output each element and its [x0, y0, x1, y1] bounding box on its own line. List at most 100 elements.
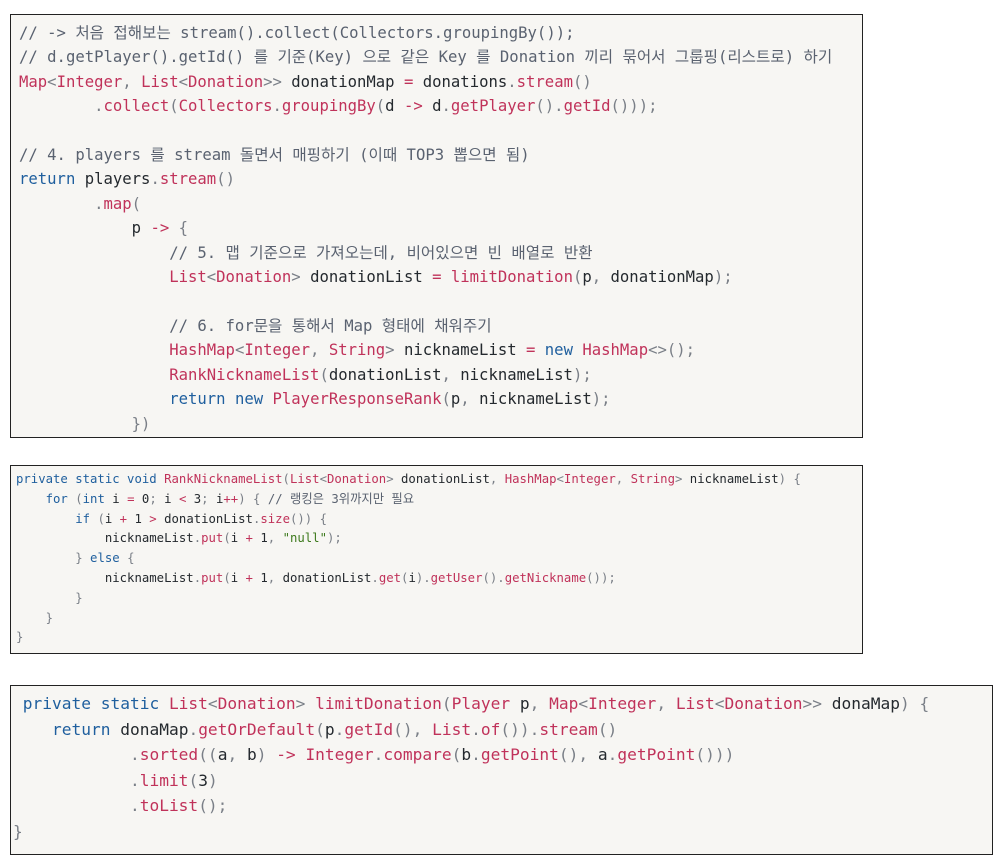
- code-token: donationMap: [291, 72, 404, 91]
- code-token: List: [289, 472, 320, 486]
- code-token: .: [507, 72, 517, 91]
- code-token: d: [385, 97, 404, 116]
- code-token: ().: [535, 97, 564, 116]
- code-token: (),: [558, 745, 598, 764]
- code-token: donaMap: [831, 694, 900, 713]
- code-token: .: [193, 570, 202, 585]
- code-token: (: [451, 745, 462, 764]
- code-token: (: [441, 390, 451, 409]
- code-token: ();: [198, 796, 228, 815]
- code-token: Collectors: [178, 97, 273, 116]
- code-token: );: [713, 268, 733, 287]
- code-line: // -> 처음 접해보는 stream().collect(Collector…: [19, 21, 862, 45]
- code-line: return donaMap.getOrDefault(p.getId(), L…: [13, 717, 992, 743]
- code-token: Donation: [326, 472, 387, 486]
- code-token: getPlayer: [450, 97, 536, 116]
- code-token: ) {: [778, 472, 801, 486]
- code-line: // 4. players 를 stream 돌면서 매핑하기 (이때 TOP3…: [19, 143, 862, 167]
- code-token: ,: [656, 694, 676, 713]
- code-token: ) {: [238, 491, 268, 506]
- code-token: =: [526, 341, 536, 360]
- code-line: RankNicknameList(donationList, nicknameL…: [19, 363, 862, 387]
- code-token: .: [129, 770, 140, 790]
- code-token: [13, 796, 130, 815]
- code-token: donationList: [156, 511, 253, 526]
- code-token: new: [234, 390, 264, 409]
- code-token: HashMap: [504, 472, 557, 486]
- code-token: nicknameList: [16, 570, 194, 585]
- code-token: List: [141, 72, 179, 91]
- code-token: private static: [22, 694, 169, 713]
- code-token: donations: [413, 72, 508, 91]
- code-token: List: [169, 268, 207, 287]
- code-token: // 5. 맵 기준으로 가져오는데, 비어있으면 빈 배열로 반환: [169, 243, 593, 262]
- code-line: // 6. for문을 통해서 Map 형태에 채워주기: [19, 314, 862, 338]
- code-token: .: [272, 97, 282, 116]
- code-token: map: [103, 194, 132, 213]
- code-token: [535, 341, 544, 359]
- code-token: [226, 390, 235, 408]
- code-token: ,: [615, 472, 631, 486]
- code-token: p: [19, 219, 151, 238]
- code-token: Integer: [588, 694, 657, 713]
- code-token: [19, 317, 169, 335]
- code-token: ++: [223, 491, 239, 506]
- code-token: [19, 244, 169, 262]
- code-token: groupingBy: [281, 97, 376, 116]
- code-token: donationList: [310, 268, 433, 287]
- code-token: [19, 415, 132, 433]
- code-token: return: [19, 170, 76, 189]
- code-token: // 랭킹은 3위까지만 필요: [267, 491, 415, 506]
- code-line: HashMap<Integer, String> nicknameList = …: [19, 338, 862, 362]
- code-token: getId: [344, 719, 394, 739]
- code-token: (: [90, 511, 105, 526]
- code-token: "null": [282, 531, 327, 546]
- code-token: >: [385, 341, 404, 360]
- code-token: <: [234, 341, 245, 360]
- code-token: 3: [193, 491, 202, 506]
- code-token: [16, 492, 46, 506]
- code-line: List<Donation> donationList = limitDonat…: [19, 265, 862, 289]
- code-token: limitDonation: [315, 694, 442, 713]
- code-line: }: [13, 819, 992, 845]
- code-token: b: [246, 745, 257, 764]
- code-block-limit-donation: private static List<Donation> limitDonat…: [10, 685, 993, 855]
- code-line: private static void RankNicknameList(Lis…: [16, 470, 862, 490]
- code-token: Map: [549, 694, 579, 713]
- code-token: donationList: [401, 472, 490, 486]
- code-token: getId: [563, 97, 611, 116]
- code-token: Integer: [244, 341, 311, 360]
- code-token: put: [201, 531, 224, 546]
- code-token: }: [13, 821, 23, 841]
- code-token: Player: [451, 694, 511, 713]
- code-token: (: [282, 472, 290, 486]
- code-token: d: [422, 97, 442, 116]
- code-token: >: [149, 511, 157, 526]
- code-token: RankNicknameList: [169, 365, 320, 384]
- code-token: p: [510, 694, 530, 713]
- code-line: return players.stream(): [19, 167, 862, 191]
- code-token: // 6. for문을 통해서 Map 형태에 채워주기: [169, 316, 492, 335]
- code-token: private static void: [16, 472, 165, 486]
- code-token: [16, 551, 75, 565]
- code-token: else: [90, 551, 120, 566]
- code-token: [19, 341, 169, 359]
- code-token: a: [217, 745, 228, 764]
- code-token: [19, 97, 94, 115]
- code-token: if: [75, 511, 91, 526]
- code-line: [19, 289, 862, 313]
- code-token: ,: [310, 341, 329, 360]
- code-token: p: [324, 719, 335, 739]
- code-token: [19, 390, 169, 408]
- code-token: ,: [227, 745, 247, 764]
- code-line: // 5. 맵 기준으로 가져오는데, 비어있으면 빈 배열로 반환: [19, 241, 862, 265]
- code-token: 3: [198, 770, 208, 790]
- code-token: Integer: [563, 472, 616, 486]
- code-token: [135, 492, 142, 506]
- code-token: <: [319, 472, 327, 486]
- code-token: (: [401, 570, 409, 585]
- code-token: List: [675, 694, 715, 713]
- code-token: .: [150, 170, 160, 189]
- code-line: }: [16, 609, 862, 629]
- code-line: .limit(3): [13, 768, 992, 794]
